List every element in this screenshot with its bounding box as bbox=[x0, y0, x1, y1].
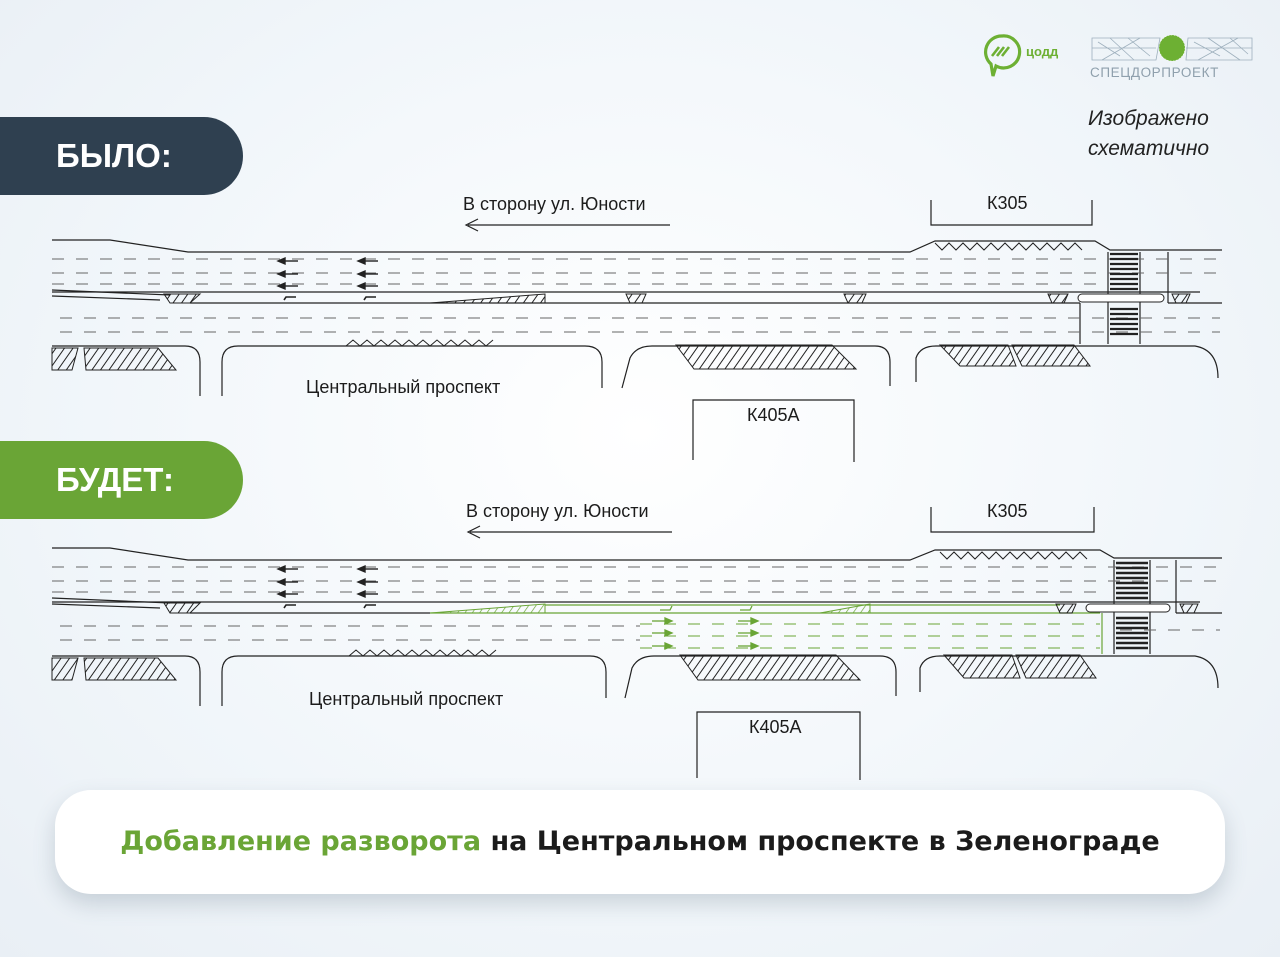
after-stop-k305: К305 bbox=[987, 501, 1028, 521]
codd-logo bbox=[983, 34, 1022, 77]
before-street-label: Центральный проспект bbox=[306, 377, 500, 397]
spetsdorproekt-logo bbox=[1091, 34, 1253, 62]
after-stop-k405a: К405А bbox=[749, 717, 802, 737]
before-direction-label: В сторону ул. Юности bbox=[463, 194, 646, 214]
caption-accent: Добавление разворота bbox=[120, 826, 482, 857]
caption-rest: на Центральном проспекте в Зеленограде bbox=[481, 826, 1160, 857]
caption-banner: Добавление разворота на Центральном прос… bbox=[55, 790, 1225, 894]
after-tab: БУДЕТ: bbox=[0, 441, 243, 519]
after-street-label: Центральный проспект bbox=[309, 689, 503, 709]
spetsdorproekt-logo-text: СПЕЦДОРПРОЕКТ bbox=[1090, 65, 1219, 80]
after-direction-label: В сторону ул. Юности bbox=[466, 501, 649, 521]
schematic-note: Изображено схематично bbox=[1088, 107, 1210, 160]
codd-logo-text: цодд bbox=[1026, 44, 1059, 59]
before-tab: БЫЛО: bbox=[0, 117, 243, 195]
before-stop-k305: К305 bbox=[987, 193, 1028, 213]
before-stop-k405a: К405А bbox=[747, 405, 800, 425]
before-scheme: В сторону ул. Юности К305 Центральный пр… bbox=[51, 193, 1222, 462]
after-scheme: В сторону ул. Юности К305 Центральный пр… bbox=[51, 501, 1222, 780]
